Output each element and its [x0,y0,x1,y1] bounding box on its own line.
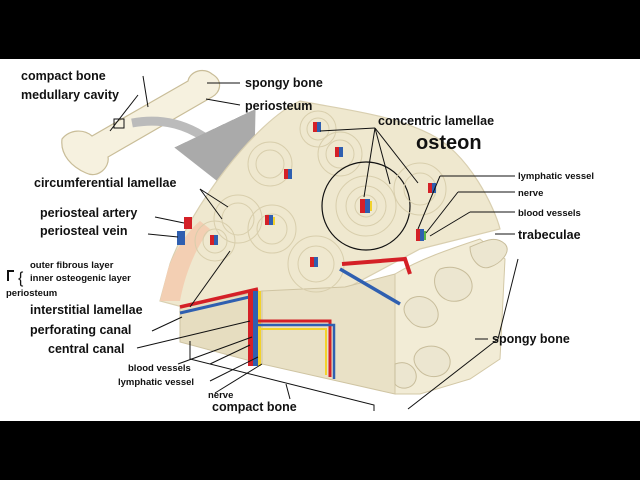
label-concentric-lamellae: concentric lamellae [378,114,494,128]
trabeculae-struts [394,238,508,389]
bone-block [159,100,506,395]
label-blood-vessels-right: blood vessels [518,208,581,219]
label-spongy-bone-top: spongy bone [245,76,323,90]
label-circumferential-lamellae: circumferential lamellae [34,176,176,190]
label-nerve-right: nerve [518,188,543,199]
periosteal-vessels [177,217,192,245]
osteon-rings [194,110,447,293]
periosteum-bracket: { [7,270,24,287]
label-spongy-bone-right: spongy bone [492,332,570,346]
svg-text:{: { [18,270,24,287]
label-periosteal-artery: periosteal artery [40,206,137,220]
label-perforating-canal: perforating canal [30,323,131,337]
label-interstitial-lamellae: interstitial lamellae [30,303,143,317]
label-blood-vessels-bottom: blood vessels [128,363,191,374]
bone-structure-diagram: { compact bone medullary cavity spongy b… [6,69,594,414]
central-canals [210,122,436,267]
label-periosteum-side: periosteum [6,288,57,299]
central-canal-section [248,291,336,379]
label-lymphatic-vessel-right: lymphatic vessel [518,171,594,182]
label-inner-osteogenic-layer: inner osteogenic layer [30,273,131,284]
label-central-canal: central canal [48,342,124,356]
periosteal-artery-vessel [184,217,192,229]
label-medullary-cavity: medullary cavity [21,88,119,102]
leader-lines [109,75,519,411]
label-compact-bone-top: compact bone [21,69,106,83]
label-trabeculae: trabeculae [518,228,581,242]
periosteal-vein-vessel [177,231,185,245]
periosteum-layer [160,221,210,301]
label-periosteum-top: periosteum [245,99,312,113]
label-outer-fibrous-layer: outer fibrous layer [30,260,114,271]
label-lymphatic-vessel-bottom: lymphatic vessel [118,377,194,388]
diagram-panel: { compact bone medullary cavity spongy b… [0,59,640,421]
label-nerve-bottom: nerve [208,390,233,401]
label-osteon: osteon [416,132,482,154]
label-compact-bone-bottom: compact bone [212,400,297,414]
perforating-vessels [179,256,412,315]
label-periosteal-vein: periosteal vein [40,224,128,238]
